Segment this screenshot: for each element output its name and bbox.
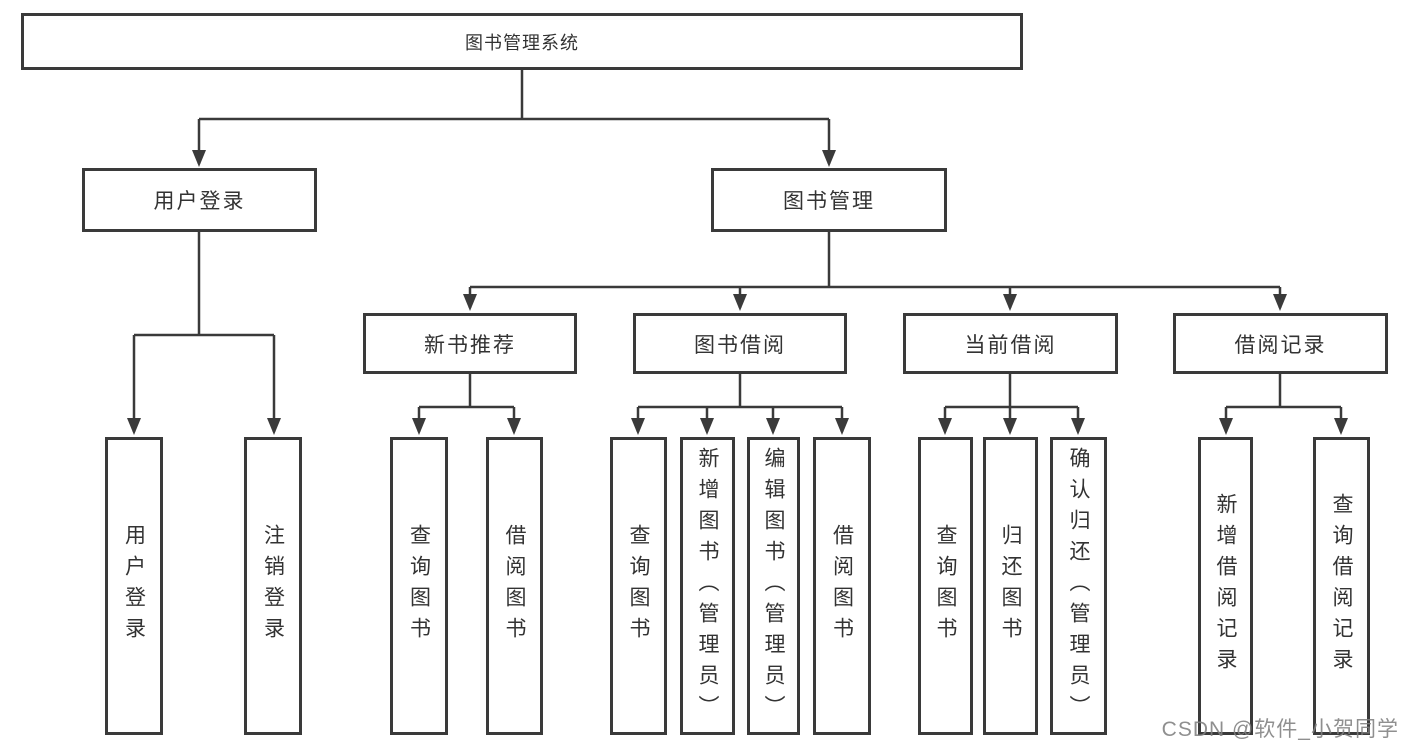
leaf-bb-query-books-label: 查询图书 [627, 524, 650, 648]
leaf-bb-borrow-books: 借阅图书 [813, 437, 871, 735]
leaf-bb-add-books-admin-label: 新增图书（管理员） [696, 446, 719, 726]
leaf-br-add-record: 新增借阅记录 [1198, 437, 1253, 735]
node-new-book-recommend: 新书推荐 [363, 313, 577, 374]
leaf-br-add-record-label: 新增借阅记录 [1214, 493, 1237, 679]
leaf-rec-borrow-books: 借阅图书 [486, 437, 543, 735]
node-current-borrow: 当前借阅 [903, 313, 1118, 374]
node-book-management-label: 图书管理 [783, 190, 875, 213]
node-new-book-recommend-label: 新书推荐 [424, 333, 516, 357]
leaf-bb-edit-books-admin-label: 编辑图书（管理员） [762, 446, 785, 726]
leaf-cb-query-books-label: 查询图书 [934, 524, 957, 648]
node-book-borrow: 图书借阅 [633, 313, 847, 374]
node-book-management: 图书管理 [711, 168, 947, 232]
leaf-br-query-record-label: 查询借阅记录 [1330, 493, 1353, 679]
node-user-login: 用户登录 [82, 168, 317, 232]
leaf-rec-query-books-label: 查询图书 [407, 524, 431, 648]
leaf-rec-borrow-books-label: 借阅图书 [503, 524, 526, 648]
node-borrow-records-label: 借阅记录 [1234, 333, 1327, 357]
node-current-borrow-label: 当前借阅 [964, 333, 1057, 357]
leaf-bb-query-books: 查询图书 [610, 437, 667, 735]
leaf-user-login: 用户登录 [105, 437, 163, 735]
leaf-cb-confirm-return-admin-label: 确认归还（管理员） [1067, 446, 1090, 726]
leaf-cb-return-books-label: 归还图书 [999, 524, 1022, 648]
leaf-br-query-record: 查询借阅记录 [1313, 437, 1370, 735]
leaf-logout-label: 注销登录 [261, 524, 285, 648]
leaf-cb-query-books: 查询图书 [918, 437, 973, 735]
leaf-user-login-label: 用户登录 [122, 524, 146, 648]
node-borrow-records: 借阅记录 [1173, 313, 1388, 374]
leaf-rec-query-books: 查询图书 [390, 437, 448, 735]
leaf-cb-return-books: 归还图书 [983, 437, 1038, 735]
node-library-system-label: 图书管理系统 [465, 32, 579, 53]
leaf-bb-edit-books-admin: 编辑图书（管理员） [747, 437, 800, 735]
leaf-cb-confirm-return-admin: 确认归还（管理员） [1050, 437, 1107, 735]
leaf-bb-borrow-books-label: 借阅图书 [830, 524, 854, 648]
leaf-bb-add-books-admin: 新增图书（管理员） [680, 437, 735, 735]
node-user-login-label: 用户登录 [153, 190, 246, 213]
leaf-logout: 注销登录 [244, 437, 302, 735]
node-library-system: 图书管理系统 [21, 13, 1023, 70]
node-book-borrow-label: 图书借阅 [694, 333, 786, 357]
